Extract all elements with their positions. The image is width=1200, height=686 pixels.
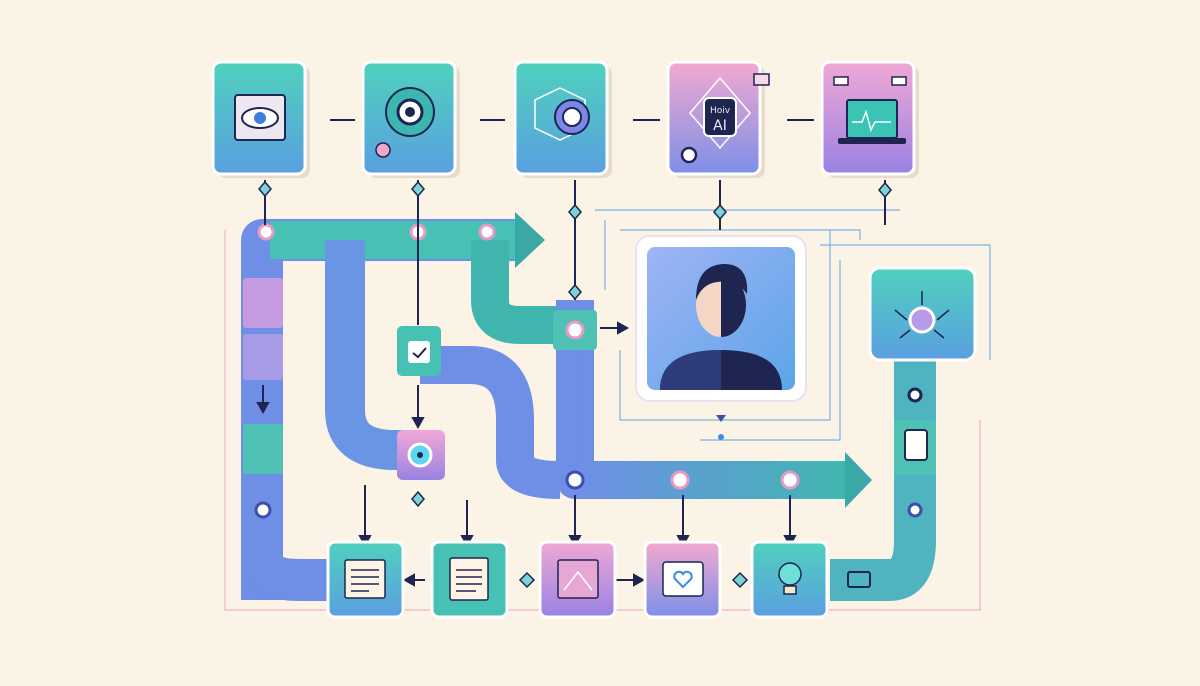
ai-chip-icon bbox=[703, 97, 737, 137]
top-node-ai[interactable]: Hoiv AI bbox=[666, 60, 770, 178]
notepad-icon bbox=[449, 557, 489, 601]
bottom-node-notepad[interactable] bbox=[430, 540, 509, 619]
bottom-node-heart[interactable] bbox=[643, 540, 722, 619]
ai-chip-line2: AI bbox=[713, 118, 727, 134]
target-arrows-icon bbox=[908, 306, 936, 334]
top-node-laptop[interactable] bbox=[820, 60, 919, 178]
center-dot bbox=[718, 434, 724, 440]
checklist-block bbox=[397, 326, 441, 376]
stack-icon bbox=[904, 429, 928, 461]
user-icon bbox=[375, 142, 391, 158]
center-down-marker bbox=[716, 415, 726, 422]
center-node-person[interactable] bbox=[635, 235, 807, 402]
small-card-icon bbox=[847, 571, 871, 588]
document-icon bbox=[344, 559, 386, 599]
heart-icon bbox=[673, 570, 693, 589]
diamond-markers bbox=[258, 180, 892, 589]
ai-chip-line1: Hoiv bbox=[710, 106, 731, 116]
bottom-node-lightbulb[interactable] bbox=[750, 540, 829, 619]
top-node-radio[interactable] bbox=[513, 60, 612, 178]
image-icon bbox=[557, 559, 599, 599]
top-node-eye[interactable] bbox=[211, 60, 310, 178]
lightbulb-icon bbox=[778, 562, 802, 586]
bottom-node-image[interactable] bbox=[538, 540, 617, 619]
junction-node bbox=[565, 320, 585, 340]
right-node-target[interactable] bbox=[868, 266, 977, 362]
bottom-node-document[interactable] bbox=[326, 540, 405, 619]
top-node-target[interactable] bbox=[361, 60, 460, 178]
target-block bbox=[397, 430, 445, 480]
laptop-chart-icon bbox=[846, 99, 898, 139]
